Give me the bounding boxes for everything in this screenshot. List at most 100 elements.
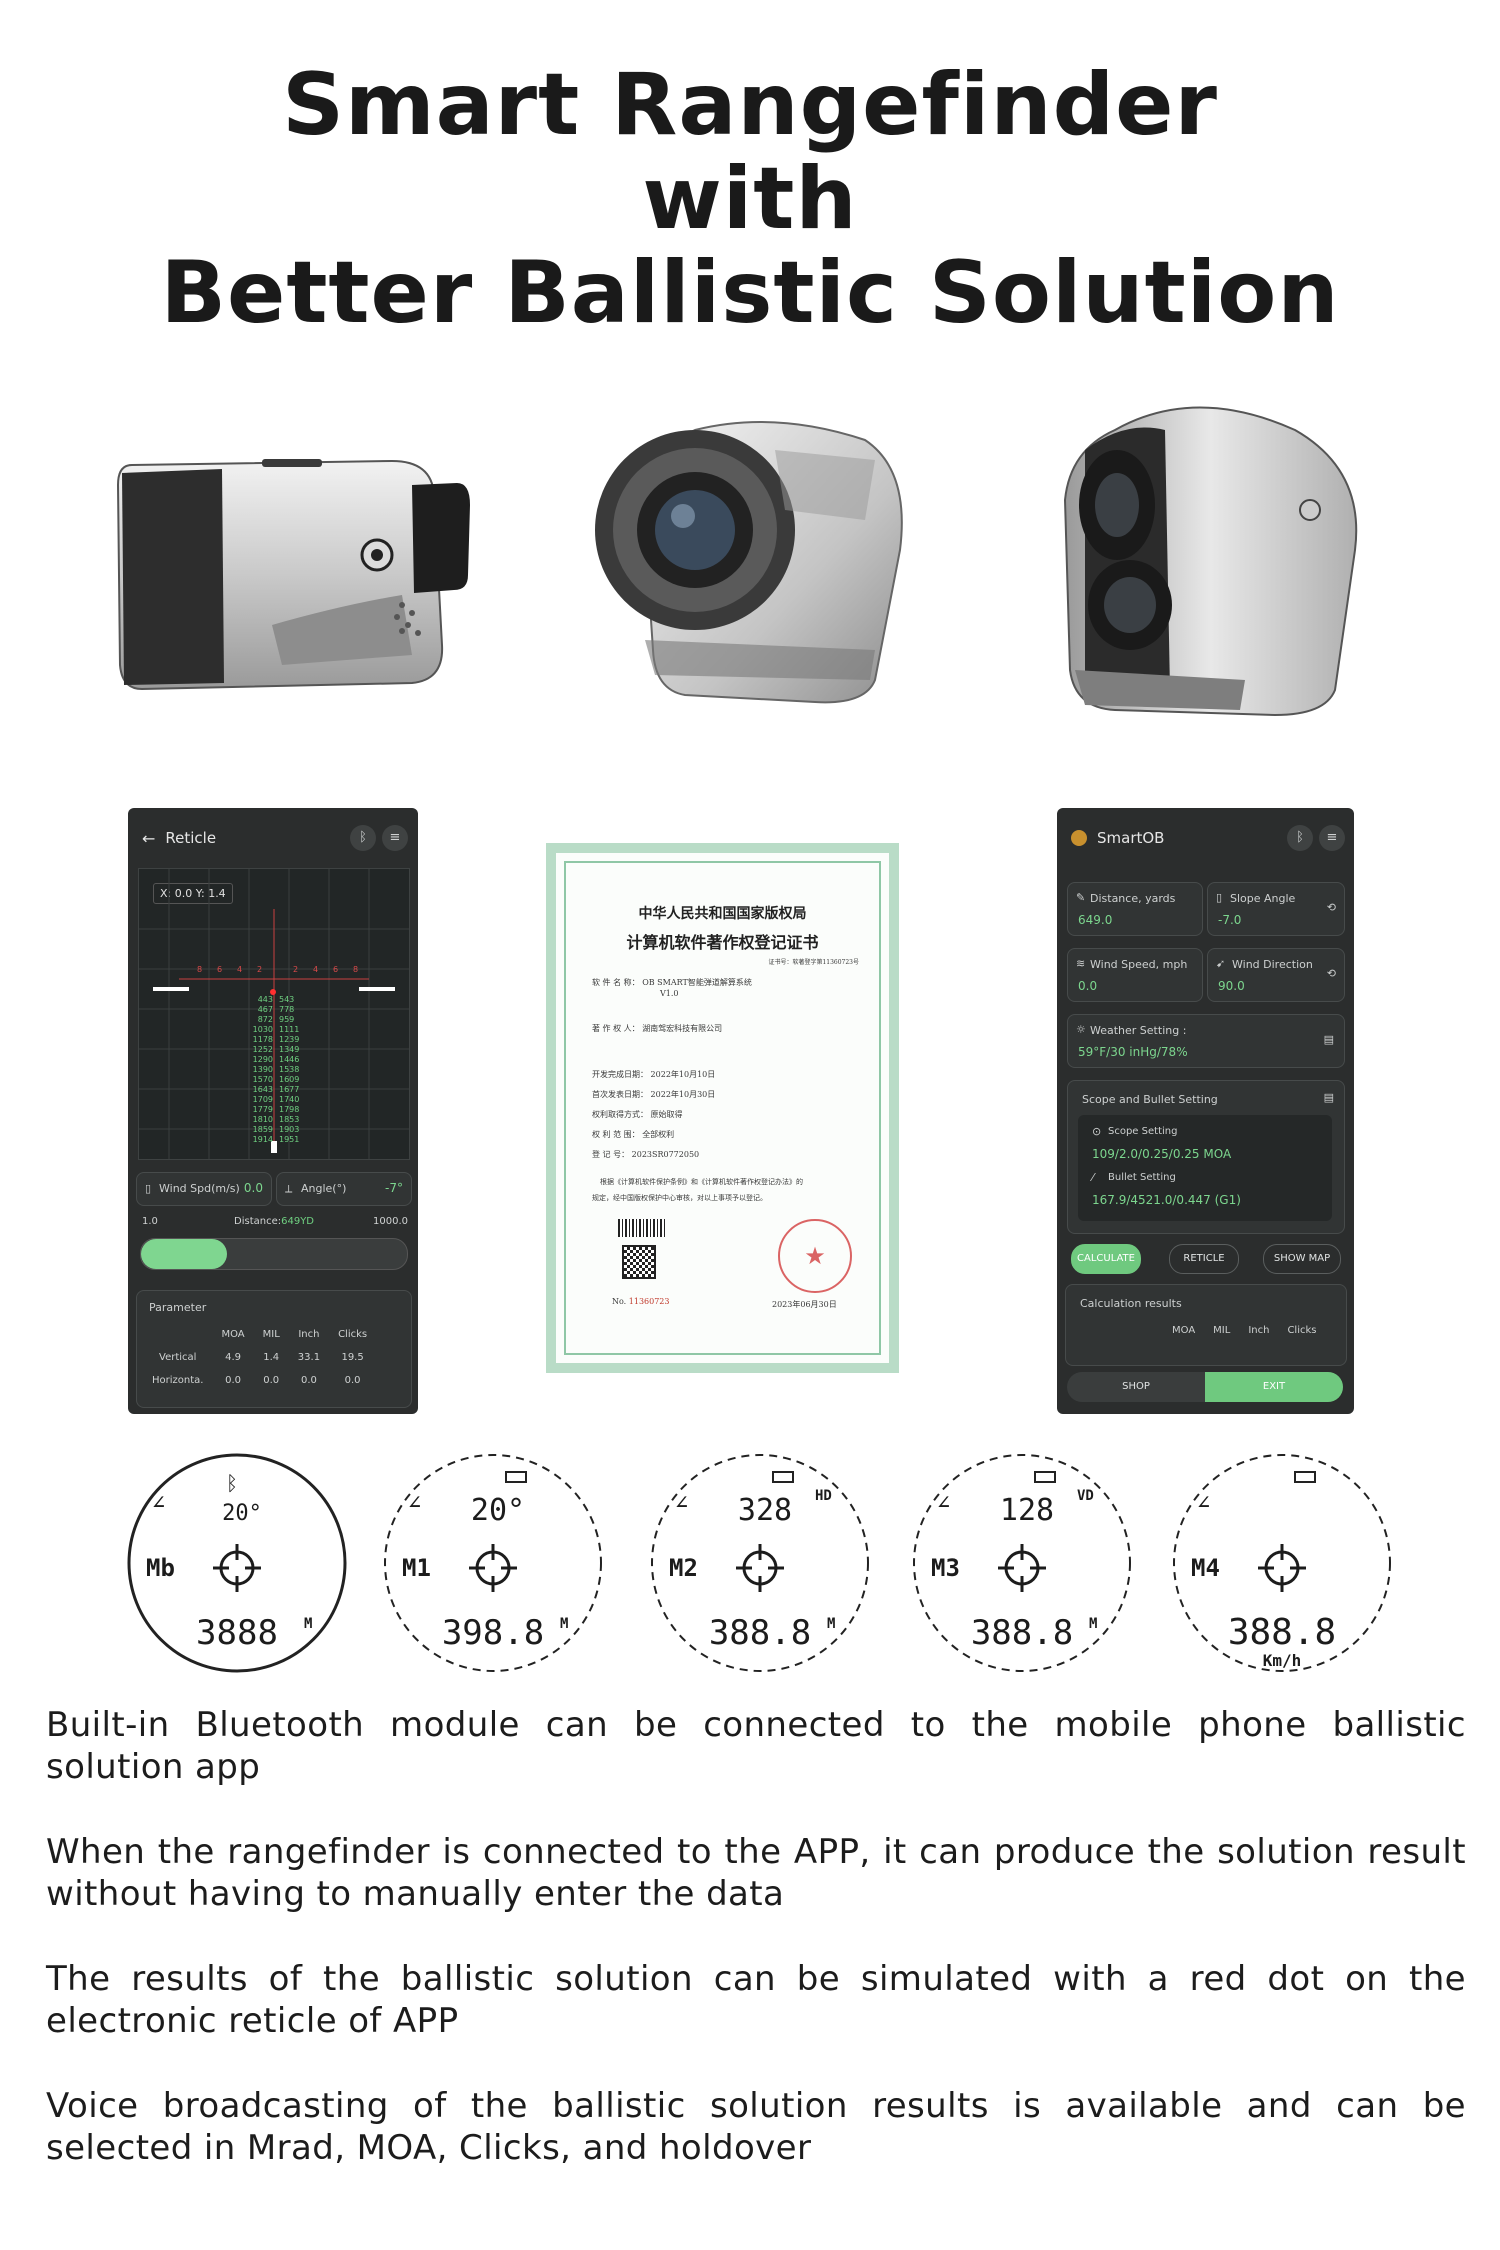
sync-icon[interactable]: ⟲ bbox=[1326, 901, 1336, 914]
title-line-1: Smart Rangefinder bbox=[282, 55, 1218, 155]
pub-date-row: 首次发表日期： 2022年10月30日 bbox=[592, 1090, 716, 1099]
table-header: Inch bbox=[298, 1329, 320, 1340]
ruler-label: 1390 bbox=[252, 1065, 273, 1074]
table-cell: 1.4 bbox=[263, 1352, 280, 1363]
bullet-label: Bullet Setting bbox=[1108, 1172, 1176, 1183]
sync-icon[interactable]: ⟲ bbox=[1326, 967, 1336, 980]
page-title: Smart Rangefinder with Better Ballistic … bbox=[0, 58, 1500, 340]
crosshair-icon bbox=[736, 1544, 784, 1592]
lcd-unit: M bbox=[1089, 1616, 1097, 1632]
table-cell: Vertical bbox=[159, 1352, 197, 1363]
certificate-serial: No. 11360723 bbox=[612, 1297, 670, 1306]
distance-card[interactable]: ✎ Distance, yards 649.0 bbox=[1067, 882, 1203, 936]
reticle-app-title: Reticle bbox=[165, 829, 217, 847]
reticle-button[interactable]: RETICLE bbox=[1169, 1244, 1239, 1274]
lcd-angle: 328 bbox=[738, 1493, 792, 1528]
angle-icon: ∠ bbox=[675, 1491, 688, 1516]
angle-icon: ⟂ bbox=[285, 1182, 293, 1195]
certificate-body-1: 根据《计算机软件保护条例》和《计算机软件著作权登记办法》的 bbox=[600, 1178, 803, 1186]
weather-label: Weather Setting : bbox=[1090, 1024, 1187, 1037]
calculate-button[interactable]: CALCULATE bbox=[1071, 1244, 1141, 1274]
battery-icon bbox=[1034, 1471, 1056, 1483]
barcode bbox=[618, 1219, 666, 1237]
scope-row: 权 利 范 围： 全部权利 bbox=[592, 1130, 675, 1139]
angle-field[interactable]: ⟂ Angle(°) -7° bbox=[276, 1172, 412, 1206]
smartob-title: SmartOB bbox=[1097, 829, 1165, 847]
wind-speed-card[interactable]: ≋ Wind Speed, mph 0.0 bbox=[1067, 948, 1203, 1002]
crosshair-icon bbox=[213, 1544, 261, 1592]
smartob-logo-icon bbox=[1071, 830, 1087, 846]
reticle-grid bbox=[139, 869, 409, 1159]
crosshair-icon bbox=[998, 1544, 1046, 1592]
menu-icon[interactable]: ≡ bbox=[1319, 825, 1345, 851]
settings-icon[interactable]: ▤ bbox=[1323, 1033, 1334, 1046]
edit-icon: ✎ bbox=[1076, 891, 1086, 904]
wind-speed-label: Wind Spd(m/s) bbox=[159, 1182, 240, 1195]
settings-icon[interactable]: ▤ bbox=[1323, 1091, 1334, 1104]
tick-digit: 2 bbox=[257, 965, 263, 974]
certificate-title-1: 中华人民共和国国家版权局 bbox=[638, 906, 807, 922]
wind-direction-card[interactable]: ➹ Wind Direction 90.0 ⟲ bbox=[1207, 948, 1345, 1002]
calc-results-label: Calculation results bbox=[1080, 1297, 1182, 1310]
owner-row: 著 作 权 人： 湖南驾宏科技有限公司 bbox=[592, 1024, 723, 1033]
ruler-label: 959 bbox=[279, 1015, 295, 1024]
ruler-label: 1111 bbox=[279, 1025, 300, 1034]
lcd-mode: Mb bbox=[146, 1554, 175, 1582]
tick-digit: 8 bbox=[353, 965, 359, 974]
result-header: MIL bbox=[1213, 1325, 1231, 1336]
slider-min: 1.0 bbox=[142, 1216, 158, 1227]
wind-speed-field[interactable]: ▯ Wind Spd(m/s) 0.0 bbox=[136, 1172, 272, 1206]
ruler-label: 1779 bbox=[252, 1105, 273, 1114]
ruler-label: 1178 bbox=[252, 1035, 273, 1044]
feature-auto-solution: When the rangefinder is connected to the… bbox=[46, 1832, 1466, 1914]
bluetooth-icon[interactable]: ᛒ bbox=[1287, 825, 1313, 851]
doc-icon: ▯ bbox=[1216, 891, 1223, 904]
ruler-label: 543 bbox=[279, 995, 295, 1004]
sun-icon: ☼ bbox=[1076, 1023, 1086, 1036]
exit-button[interactable]: EXIT bbox=[1205, 1372, 1343, 1402]
ruler-label: 1740 bbox=[279, 1095, 300, 1104]
slope-card[interactable]: ▯ Slope Angle -7.0 ⟲ bbox=[1207, 882, 1345, 936]
tick-digit: 4 bbox=[313, 965, 319, 974]
doc-icon: ▯ bbox=[145, 1182, 152, 1195]
ruler-label: 1538 bbox=[279, 1065, 300, 1074]
table-header: Clicks bbox=[338, 1329, 368, 1340]
certificate-body-2: 规定，经中国版权保护中心审核，对以上事项予以登记。 bbox=[592, 1194, 767, 1202]
battery-icon bbox=[772, 1471, 794, 1483]
lcd-mode: M1 bbox=[402, 1554, 431, 1582]
ruler-label: 1853 bbox=[279, 1115, 300, 1124]
show-map-button[interactable]: SHOW MAP bbox=[1263, 1244, 1341, 1274]
wind-direction-label: Wind Direction bbox=[1232, 958, 1313, 971]
back-arrow-icon[interactable]: ← bbox=[142, 828, 156, 848]
result-header: MOA bbox=[1172, 1325, 1196, 1336]
angle-icon: ∠ bbox=[1197, 1491, 1210, 1516]
lcd-unit: M bbox=[304, 1616, 312, 1632]
scope-bullet-card[interactable]: Scope and Bullet Setting ▤ ⊙ Scope Setti… bbox=[1067, 1080, 1345, 1234]
bullet-icon: ⁄ bbox=[1092, 1171, 1094, 1184]
crosshair-icon bbox=[469, 1544, 517, 1592]
shop-button[interactable]: SHOP bbox=[1122, 1381, 1150, 1392]
lcd-angle: 20° bbox=[222, 1501, 262, 1526]
lcd-distance: 3888 bbox=[196, 1613, 278, 1653]
result-header: Inch bbox=[1248, 1325, 1270, 1336]
wind-speed-label: Wind Speed, mph bbox=[1090, 958, 1188, 971]
bluetooth-icon[interactable]: ᛒ bbox=[350, 825, 376, 851]
certificate-date: 2023年06月30日 bbox=[772, 1300, 837, 1309]
tick-digit: 6 bbox=[217, 965, 223, 974]
weather-card[interactable]: ☼ Weather Setting : 59°F/30 inHg/78% ▤ bbox=[1067, 1014, 1345, 1068]
menu-icon[interactable]: ≡ bbox=[382, 825, 408, 851]
distance-slider[interactable] bbox=[140, 1238, 408, 1270]
feature-voice: Voice broadcasting of the ballistic solu… bbox=[46, 2086, 1466, 2168]
bottom-nav: SHOP EXIT bbox=[1067, 1372, 1343, 1402]
software-name-row: 软 件 名 称： OB SMART智能弹道解算系统 bbox=[592, 978, 752, 987]
tick-digit: 4 bbox=[237, 965, 243, 974]
angle-icon: ∠ bbox=[152, 1491, 165, 1516]
lcd-mode: M4 bbox=[1191, 1554, 1220, 1582]
battery-icon bbox=[1294, 1471, 1316, 1483]
